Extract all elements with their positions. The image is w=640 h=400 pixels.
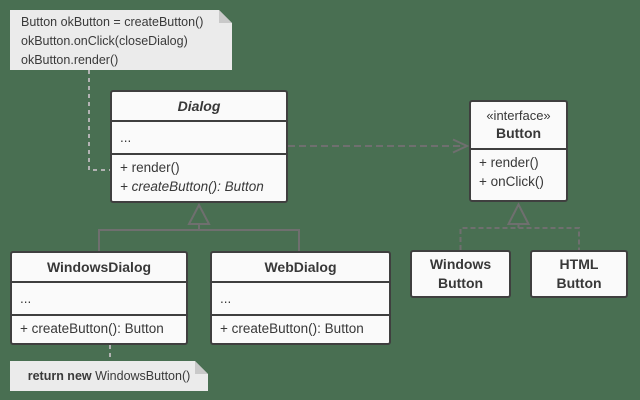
- class-method: + createButton(): Button: [20, 321, 164, 336]
- inheritance-connector: [98, 225, 300, 251]
- class-title-line: Button: [556, 275, 602, 291]
- class-method: + createButton(): Button: [220, 321, 364, 336]
- note-line: Button okButton = createButton(): [21, 15, 204, 29]
- note-connector-top: [88, 70, 110, 171]
- class-title-line: Windows: [429, 256, 492, 272]
- dependency-arrowhead-icon: [452, 138, 470, 154]
- inheritance-triangle-icon: [187, 202, 211, 225]
- class-methods: + render() + onClick(): [471, 148, 566, 200]
- class-title: Dialog: [177, 98, 221, 114]
- note-bold-text: return new: [27, 369, 92, 383]
- class-method: + render(): [120, 160, 180, 175]
- class-box-button-interface: «interface» Button + render() + onClick(…: [469, 100, 568, 202]
- class-methods: + createButton(): Button: [212, 314, 389, 343]
- class-title: WebDialog: [264, 259, 337, 275]
- note-line: okButton.render(): [21, 53, 119, 67]
- class-box-windows-button: Windows Button: [410, 250, 511, 298]
- class-box-web-dialog: WebDialog ... + createButton(): Button: [210, 251, 391, 345]
- class-method-abstract: + createButton(): Button: [120, 179, 264, 194]
- class-attrs: ...: [12, 281, 186, 314]
- class-method: + render(): [479, 155, 539, 170]
- class-title: WindowsDialog: [46, 259, 152, 275]
- class-title-line: Button: [437, 275, 484, 291]
- class-attrs: ...: [212, 281, 389, 314]
- realization-triangle-icon: [506, 202, 531, 225]
- note-return-snippet: return new WindowsButton(): [10, 361, 208, 391]
- interface-stereotype: «interface»: [486, 108, 551, 123]
- class-title: «interface» Button: [471, 102, 566, 148]
- class-method: + onClick(): [479, 174, 544, 189]
- class-box-html-button: HTML Button: [530, 250, 628, 298]
- class-methods: + render() + createButton(): Button: [112, 153, 286, 201]
- class-methods: + createButton(): Button: [12, 314, 186, 343]
- class-attrs: ...: [112, 120, 286, 153]
- realization-connector: [459, 225, 580, 250]
- class-box-windows-dialog: WindowsDialog ... + createButton(): Butt…: [10, 251, 188, 345]
- note-text: WindowsButton(): [91, 369, 191, 383]
- note-line: okButton.onClick(closeDialog): [21, 34, 188, 48]
- class-title-line: HTML: [559, 256, 599, 272]
- interface-name: Button: [495, 125, 542, 141]
- class-box-dialog: Dialog ... + render() + createButton(): …: [110, 90, 288, 203]
- note-code-snippet-top: Button okButton = createButton() okButto…: [10, 10, 232, 70]
